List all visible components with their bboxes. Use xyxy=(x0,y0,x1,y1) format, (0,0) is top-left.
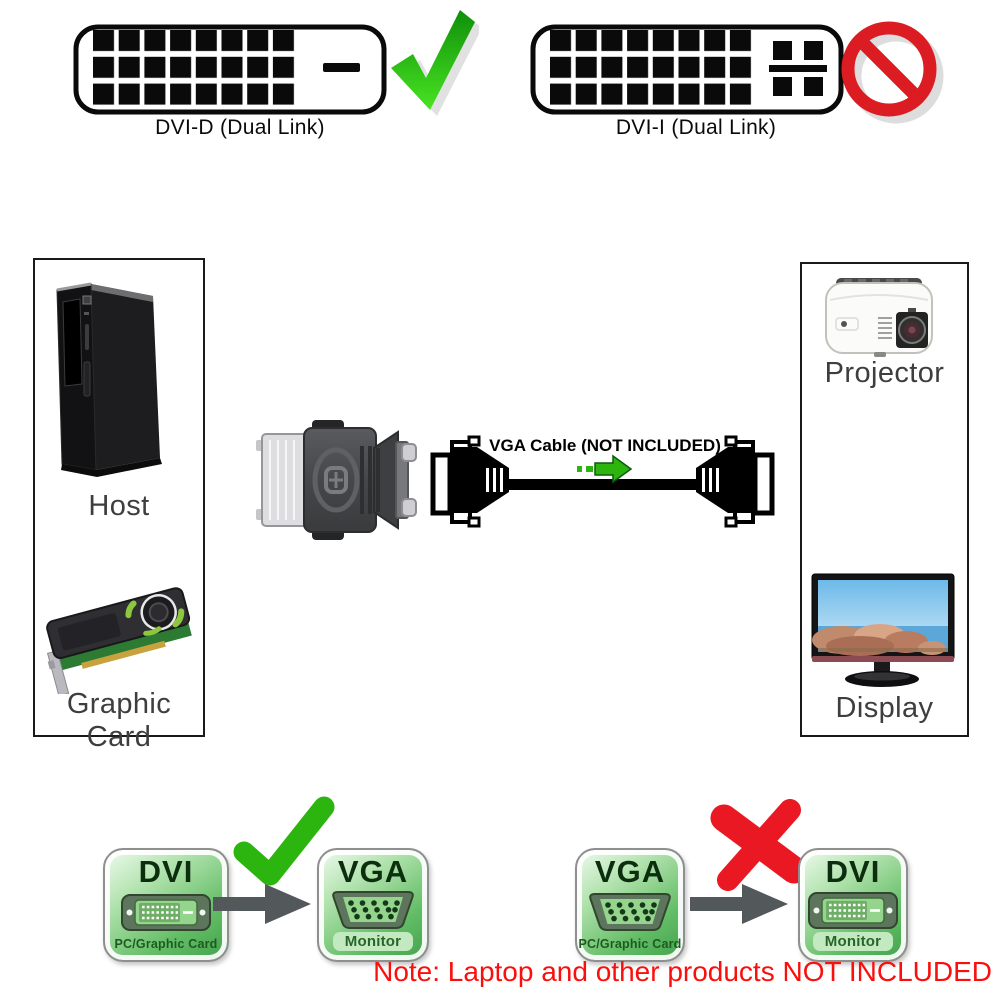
cable-label: VGA Cable (NOT INCLUDED) xyxy=(489,436,721,455)
target-box: Projector Display xyxy=(800,262,969,737)
badge-subtitle: Monitor xyxy=(332,932,414,951)
projector-label: Projector xyxy=(824,357,945,389)
dvi-i-label: DVI-I (Dual Link) xyxy=(615,116,777,139)
dvi-vga-adapter-image xyxy=(256,420,417,540)
badge-title: DVI xyxy=(825,854,881,889)
no-symbol-icon xyxy=(841,21,944,124)
arrow-right-icon xyxy=(577,454,633,484)
badge-subtitle: PC/Graphic Card xyxy=(114,937,218,951)
dvi-connector-icon xyxy=(808,891,898,929)
badge-title: VGA xyxy=(337,854,409,889)
note-text: Note: Laptop and other products NOT INCL… xyxy=(373,956,992,987)
badge-subtitle: Monitor xyxy=(812,932,894,951)
arrow-right-icon xyxy=(213,884,311,924)
badge-dvi-target: DVI Monitor xyxy=(798,848,908,962)
vga-connector-icon xyxy=(589,893,671,931)
source-box: Host Graphic Card xyxy=(33,258,205,753)
dvi-d-connector-icon xyxy=(73,24,387,115)
dvi-connector-icon xyxy=(121,894,211,931)
host-computer-image xyxy=(56,282,162,477)
checkmark-icon xyxy=(233,796,335,886)
vga-connector-icon xyxy=(332,890,414,929)
badge-title: DVI xyxy=(138,854,194,889)
dvi-d-label: DVI-D (Dual Link) xyxy=(155,116,325,139)
arrow-right-icon xyxy=(690,884,788,924)
badge-dvi-source: DVI PC/Graphic Card xyxy=(103,848,229,962)
x-icon xyxy=(710,799,808,891)
graphic-card-label: Graphic Card xyxy=(66,688,172,753)
projector-image xyxy=(825,278,933,357)
display-image xyxy=(811,573,955,687)
checkmark-icon xyxy=(391,10,479,116)
badge-vga-target: VGA Monitor xyxy=(317,848,429,962)
dvi-i-connector-icon xyxy=(530,24,844,115)
badge-vga-source: VGA PC/Graphic Card xyxy=(575,848,685,962)
vga-cable-image xyxy=(430,435,775,528)
badge-subtitle: PC/Graphic Card xyxy=(578,937,682,951)
host-label: Host xyxy=(88,490,150,522)
display-label: Display xyxy=(835,692,934,724)
badge-title: VGA xyxy=(594,854,666,889)
graphic-card-image xyxy=(46,587,192,694)
